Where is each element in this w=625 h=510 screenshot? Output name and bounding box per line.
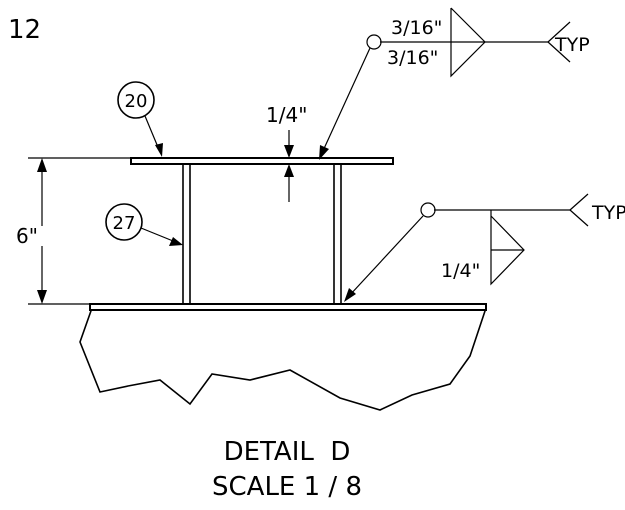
height-dimension-label: 6" (16, 224, 38, 248)
balloon-20-label: 20 (125, 91, 148, 112)
balloon-20 (117, 81, 163, 157)
balloon-27-label: 27 (113, 213, 136, 234)
balloon-27 (105, 203, 183, 246)
bottom-weld-symbol (344, 193, 589, 302)
concrete-base (79, 307, 487, 411)
top-weld-size-upper: 3/16" (391, 17, 442, 39)
bottom-weld-tail-note: TYP (591, 202, 625, 224)
top-plate (130, 157, 394, 165)
top-weld-symbol (319, 7, 571, 160)
bottom-weld-size: 1/4" (441, 260, 480, 282)
base-plate (89, 303, 487, 311)
plate-thickness-dimension (284, 130, 294, 202)
tube-column (182, 164, 342, 304)
sheet-number: 12 (8, 15, 41, 45)
detail-scale: SCALE 1 / 8 (212, 472, 362, 502)
plate-thickness-label: 1/4" (266, 103, 307, 127)
top-weld-tail-note: TYP (554, 34, 590, 56)
detail-title: DETAIL D (224, 437, 351, 467)
height-dimension (28, 157, 131, 305)
top-weld-size-lower: 3/16" (387, 47, 438, 69)
